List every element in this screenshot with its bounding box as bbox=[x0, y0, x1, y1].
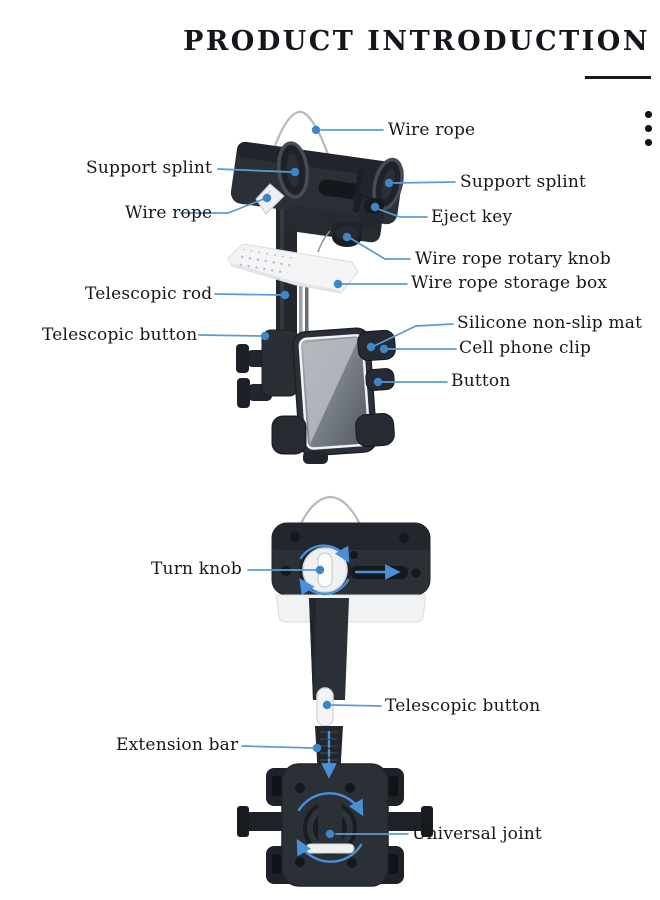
wire-rope-hook bbox=[268, 110, 332, 165]
cell-phone-clip-bottom-left bbox=[271, 415, 307, 455]
leader-lines bbox=[180, 125, 457, 839]
cell-phone-clip-bottom-right bbox=[355, 412, 395, 448]
label-extension-bar: Extension bar bbox=[116, 735, 239, 755]
telescopic-button-bracket bbox=[236, 329, 299, 408]
clamp-back bbox=[237, 763, 433, 887]
bottom-device bbox=[237, 495, 433, 887]
wire-rope-storage-box bbox=[227, 230, 359, 294]
label-universal-joint: Universal joint bbox=[412, 824, 542, 844]
vertical-dots-icon bbox=[645, 111, 653, 153]
label-silicone-non-slip-mat: Silicone non-slip mat bbox=[457, 313, 643, 333]
motion-arrows bbox=[296, 544, 401, 863]
top-mount-block bbox=[271, 522, 431, 623]
hanging-wire bbox=[296, 495, 364, 534]
label-wire-rope-hanger: Wire rope bbox=[388, 120, 476, 140]
page-title: PRODUCT INTRODUCTION bbox=[183, 26, 650, 57]
label-wire-rope-rotary-knob: Wire rope rotary knob bbox=[415, 249, 611, 269]
rotate-arrow-icon-joint bbox=[297, 792, 364, 817]
label-wire-rope-clamp: Wire rope bbox=[125, 203, 213, 223]
rotate-arrow-icon bbox=[299, 544, 350, 564]
label-wire-rope-storage-box: Wire rope storage box bbox=[411, 273, 608, 293]
label-support-splint-right: Support splint bbox=[460, 172, 587, 192]
label-button: Button bbox=[451, 371, 511, 391]
title-underline bbox=[585, 76, 651, 79]
label-eject-key: Eject key bbox=[431, 207, 513, 227]
top-device bbox=[227, 110, 404, 464]
label-support-splint-left: Support splint bbox=[86, 158, 213, 178]
label-turn-knob: Turn knob bbox=[151, 559, 242, 579]
label-telescopic-rod: Telescopic rod bbox=[85, 284, 213, 304]
label-telescopic-button-lower: Telescopic button bbox=[385, 696, 541, 716]
label-cell-phone-clip: Cell phone clip bbox=[459, 338, 592, 358]
label-telescopic-button-upper: Telescopic button bbox=[42, 325, 198, 345]
mirror-clamp bbox=[230, 141, 404, 247]
